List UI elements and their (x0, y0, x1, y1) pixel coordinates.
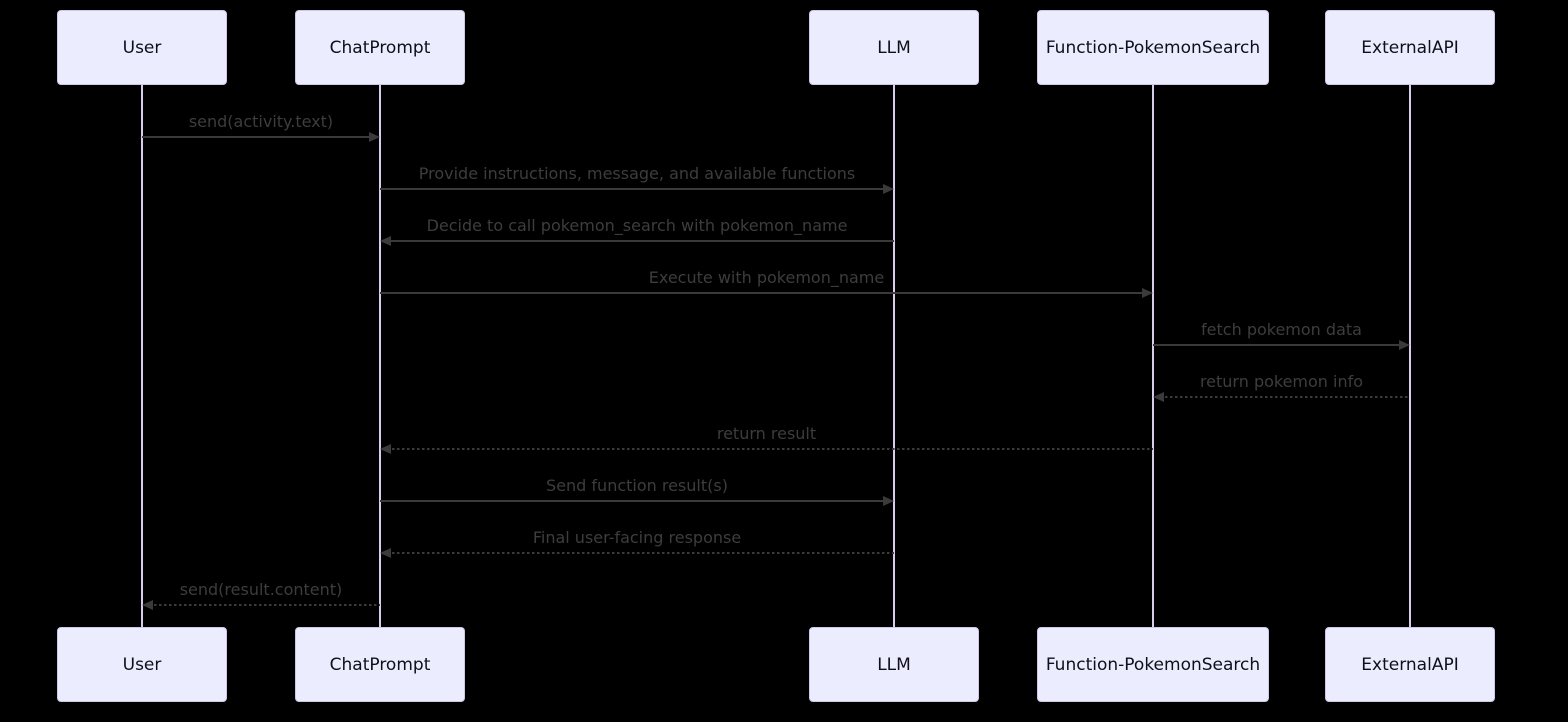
lifeline-pokemonsearch (1152, 85, 1154, 627)
actor-pokemonsearch-top: Function-PokemonSearch (1037, 10, 1269, 85)
actor-user-top: User (57, 10, 227, 85)
lifeline-externalapi (1409, 85, 1411, 627)
actor-label: Function-PokemonSearch (1045, 654, 1261, 675)
arrowhead-1 (883, 184, 894, 194)
message-line-3 (380, 292, 1146, 294)
arrowhead-0 (369, 132, 380, 142)
actor-chatprompt-bottom: ChatPrompt (295, 627, 465, 702)
arrowhead-8 (380, 548, 391, 558)
message-line-4 (1153, 344, 1403, 346)
actor-llm-top: LLM (809, 10, 979, 85)
message-line-2 (387, 240, 894, 242)
message-label-1: Provide instructions, message, and avail… (418, 164, 856, 183)
actor-label: LLM (877, 37, 911, 58)
arrowhead-9 (142, 600, 153, 610)
actor-label: User (122, 37, 162, 58)
message-line-7 (380, 500, 887, 502)
message-label-4: fetch pokemon data (1201, 320, 1362, 339)
lifeline-llm (893, 85, 895, 627)
actor-label: ChatPrompt (329, 37, 431, 58)
message-label-8: Final user-facing response (532, 528, 742, 547)
message-label-6: return result (716, 424, 817, 443)
actor-label: LLM (877, 654, 911, 675)
actor-label: ChatPrompt (329, 654, 431, 675)
lifeline-chatprompt (379, 85, 381, 627)
message-label-9: send(result.content) (179, 580, 343, 599)
actor-label: ExternalAPI (1361, 37, 1459, 58)
actor-user-bottom: User (57, 627, 227, 702)
arrowhead-5 (1153, 392, 1164, 402)
message-line-5 (1160, 396, 1410, 398)
arrowhead-4 (1399, 340, 1410, 350)
message-line-1 (380, 188, 887, 190)
actor-chatprompt-top: ChatPrompt (295, 10, 465, 85)
message-line-9 (149, 604, 380, 606)
message-label-2: Decide to call pokemon_search with pokem… (426, 216, 848, 235)
actor-pokemonsearch-bottom: Function-PokemonSearch (1037, 627, 1269, 702)
actor-externalapi-bottom: ExternalAPI (1325, 627, 1495, 702)
message-label-5: return pokemon info (1199, 372, 1364, 391)
actor-label: User (122, 654, 162, 675)
actor-externalapi-top: ExternalAPI (1325, 10, 1495, 85)
message-line-0 (142, 136, 373, 138)
arrowhead-7 (883, 496, 894, 506)
message-line-6 (387, 448, 1153, 450)
message-line-8 (387, 552, 894, 554)
actor-label: ExternalAPI (1361, 654, 1459, 675)
arrowhead-2 (380, 236, 391, 246)
message-label-7: Send function result(s) (546, 476, 728, 495)
message-label-0: send(activity.text) (188, 112, 334, 131)
message-label-3: Execute with pokemon_name (648, 268, 885, 287)
lifeline-user (141, 85, 143, 627)
arrowhead-3 (1142, 288, 1153, 298)
actor-llm-bottom: LLM (809, 627, 979, 702)
arrowhead-6 (380, 444, 391, 454)
actor-label: Function-PokemonSearch (1045, 37, 1261, 58)
